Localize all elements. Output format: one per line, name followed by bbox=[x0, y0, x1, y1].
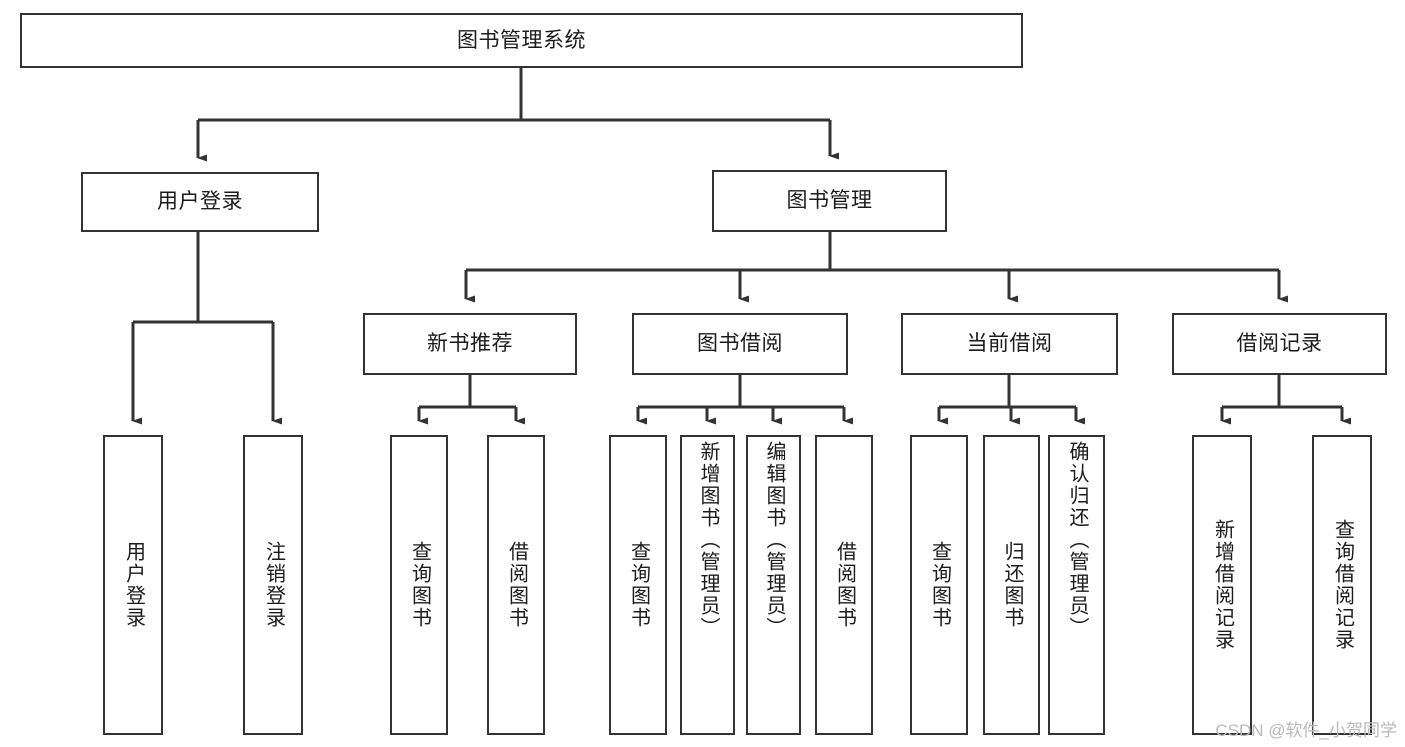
node-leaf-add-record-label: 新增借阅记录 bbox=[1211, 519, 1234, 651]
node-leaf-confirm-return-label: 确认归还（管理员） bbox=[1066, 441, 1088, 639]
node-book-borrow[interactable]: 图书借阅 bbox=[632, 313, 848, 375]
node-new-book-recommend[interactable]: 新书推荐 bbox=[363, 313, 577, 375]
node-current-borrow[interactable]: 当前借阅 bbox=[901, 313, 1118, 375]
node-leaf-query-book-1[interactable]: 查询图书 bbox=[390, 435, 448, 735]
node-leaf-query-record[interactable]: 查询借阅记录 bbox=[1312, 435, 1372, 735]
node-leaf-logout[interactable]: 注销登录 bbox=[243, 435, 303, 735]
node-user-login[interactable]: 用户登录 bbox=[81, 172, 319, 232]
node-leaf-query-book-2-label: 查询图书 bbox=[627, 541, 650, 629]
node-leaf-borrow-book-2-label: 借阅图书 bbox=[833, 541, 856, 629]
node-leaf-borrow-book-1-label: 借阅图书 bbox=[505, 541, 528, 629]
node-leaf-confirm-return[interactable]: 确认归还（管理员） bbox=[1048, 435, 1105, 735]
node-current-borrow-label: 当前借阅 bbox=[966, 332, 1053, 356]
node-book-manage-label: 图书管理 bbox=[786, 189, 873, 213]
node-book-manage[interactable]: 图书管理 bbox=[712, 170, 947, 232]
node-leaf-user-login-label: 用户登录 bbox=[122, 541, 145, 629]
node-leaf-add-book-label: 新增图书（管理员） bbox=[697, 441, 719, 639]
node-user-login-label: 用户登录 bbox=[157, 190, 243, 214]
node-leaf-borrow-book-1[interactable]: 借阅图书 bbox=[487, 435, 545, 735]
node-leaf-return-book-label: 归还图书 bbox=[1001, 541, 1023, 629]
node-leaf-query-book-3[interactable]: 查询图书 bbox=[910, 435, 968, 735]
node-leaf-edit-book[interactable]: 编辑图书（管理员） bbox=[746, 435, 801, 735]
node-leaf-user-login[interactable]: 用户登录 bbox=[103, 435, 163, 735]
node-leaf-query-book-2[interactable]: 查询图书 bbox=[609, 435, 667, 735]
node-leaf-add-record[interactable]: 新增借阅记录 bbox=[1192, 435, 1252, 735]
node-book-borrow-label: 图书借阅 bbox=[697, 332, 783, 356]
node-leaf-query-record-label: 查询借阅记录 bbox=[1331, 519, 1354, 651]
node-root-label: 图书管理系统 bbox=[457, 28, 586, 52]
node-borrow-record-label: 借阅记录 bbox=[1236, 332, 1323, 356]
node-leaf-edit-book-label: 编辑图书（管理员） bbox=[763, 441, 785, 639]
node-root[interactable]: 图书管理系统 bbox=[20, 13, 1023, 68]
node-leaf-borrow-book-2[interactable]: 借阅图书 bbox=[815, 435, 873, 735]
node-new-book-recommend-label: 新书推荐 bbox=[427, 332, 513, 356]
node-leaf-query-book-1-label: 查询图书 bbox=[408, 541, 431, 629]
node-leaf-return-book[interactable]: 归还图书 bbox=[983, 435, 1040, 735]
node-leaf-add-book[interactable]: 新增图书（管理员） bbox=[680, 435, 735, 735]
node-leaf-query-book-3-label: 查询图书 bbox=[928, 541, 951, 629]
node-leaf-logout-label: 注销登录 bbox=[262, 541, 285, 629]
node-borrow-record[interactable]: 借阅记录 bbox=[1172, 313, 1387, 375]
